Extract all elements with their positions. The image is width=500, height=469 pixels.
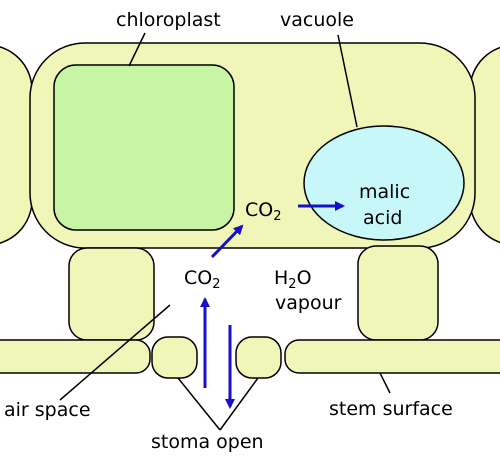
epidermis-right (284, 339, 500, 374)
stem-surface-leader (379, 372, 391, 394)
h2o-o: O (297, 267, 312, 289)
vacuole (303, 125, 465, 241)
lower-right-cell (357, 245, 439, 341)
label-chloroplast: chloroplast (116, 9, 221, 31)
epidermis-left (0, 339, 151, 374)
left-partial-cell (0, 46, 33, 244)
co2-mid-sub: 2 (212, 277, 220, 292)
label-vacuole: vacuole (280, 9, 354, 31)
co2-top-sub: 2 (273, 209, 281, 224)
vacuole-leader (337, 34, 358, 128)
label-co2-mid: CO2 (184, 267, 221, 292)
label-co2-top: CO2 (245, 199, 282, 224)
stoma-leader-left (177, 377, 221, 431)
guard-cell-left (151, 336, 198, 379)
lower-left-cell (68, 247, 155, 341)
co2-mid-main: CO (184, 267, 212, 289)
label-h2o: H2O (274, 267, 312, 292)
label-acid: acid (363, 207, 402, 229)
air-space-leader (59, 304, 171, 401)
h2o-h: H (274, 267, 288, 289)
h2o-sub: 2 (288, 277, 296, 292)
co2-top-main: CO (245, 199, 273, 221)
label-stem-surface: stem surface (329, 398, 453, 420)
guard-cell-right (235, 336, 282, 379)
label-vapour: vapour (275, 292, 342, 314)
label-air-space: air space (4, 399, 91, 421)
chloroplast (53, 64, 235, 231)
label-malic: malic (359, 181, 410, 203)
stoma-leader-right (219, 377, 259, 431)
co2-to-cell-arrow (210, 224, 244, 259)
chloroplast-leader (128, 32, 146, 67)
label-stoma-open: stoma open (151, 431, 264, 453)
